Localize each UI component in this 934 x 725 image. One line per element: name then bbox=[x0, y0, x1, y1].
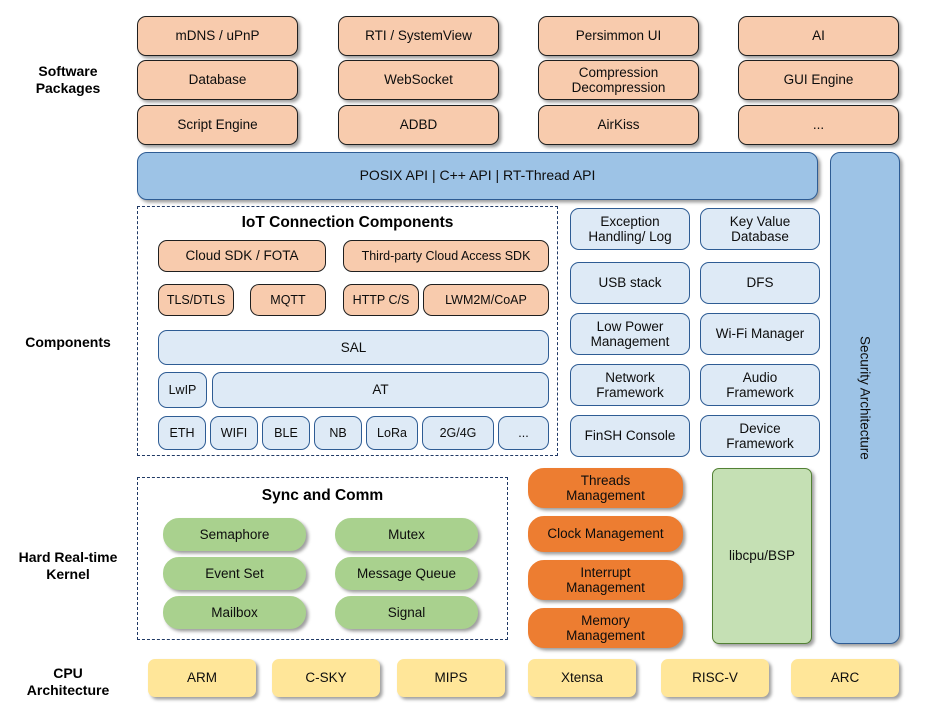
package-box[interactable]: Database bbox=[137, 60, 298, 100]
kernel-management-box[interactable]: Memory Management bbox=[528, 608, 683, 648]
iot-link-box[interactable]: ... bbox=[498, 416, 549, 450]
component-box[interactable]: USB stack bbox=[570, 262, 690, 304]
iot-link-box[interactable]: LoRa bbox=[366, 416, 418, 450]
cpu-arch-box[interactable]: ARM bbox=[148, 659, 256, 697]
iot-link-box[interactable]: BLE bbox=[262, 416, 310, 450]
cpu-arch-box[interactable]: MIPS bbox=[397, 659, 505, 697]
security-architecture-bar[interactable]: Security Architecture bbox=[830, 152, 900, 644]
cpu-arch-box[interactable]: C-SKY bbox=[272, 659, 380, 697]
iot-protocol-box[interactable]: LWM2M/CoAP bbox=[423, 284, 549, 316]
kernel-sync-box[interactable]: Mailbox bbox=[163, 596, 306, 629]
iot-link-box[interactable]: WIFI bbox=[210, 416, 258, 450]
security-architecture-label: Security Architecture bbox=[857, 336, 873, 460]
iot-connection-title: IoT Connection Components bbox=[241, 214, 454, 231]
iot-protocol-box[interactable]: HTTP C/S bbox=[343, 284, 419, 316]
iot-sdk-box[interactable]: Cloud SDK / FOTA bbox=[158, 240, 326, 272]
row-label-cpu: CPU Architecture bbox=[26, 665, 110, 698]
iot-protocol-box[interactable]: TLS/DTLS bbox=[158, 284, 234, 316]
component-box[interactable]: DFS bbox=[700, 262, 820, 304]
package-box[interactable]: RTI / SystemView bbox=[338, 16, 499, 56]
package-box[interactable]: mDNS / uPnP bbox=[137, 16, 298, 56]
kernel-sync-box[interactable]: Signal bbox=[335, 596, 478, 629]
iot-protocol-box[interactable]: MQTT bbox=[250, 284, 326, 316]
iot-sal-box[interactable]: SAL bbox=[158, 330, 549, 365]
sync-and-comm-title: Sync and Comm bbox=[261, 487, 384, 504]
component-box[interactable]: Audio Framework bbox=[700, 364, 820, 406]
component-box[interactable]: Wi-Fi Manager bbox=[700, 313, 820, 355]
cpu-arch-box[interactable]: ARC bbox=[791, 659, 899, 697]
component-box[interactable]: Low Power Management bbox=[570, 313, 690, 355]
iot-link-box[interactable]: ETH bbox=[158, 416, 206, 450]
package-box[interactable]: AI bbox=[738, 16, 899, 56]
cpu-arch-box[interactable]: Xtensa bbox=[528, 659, 636, 697]
row-label-components: Components bbox=[25, 333, 111, 350]
row-label-kernel: Hard Real-time Kernel bbox=[18, 549, 118, 582]
package-box[interactable]: AirKiss bbox=[538, 105, 699, 145]
kernel-sync-box[interactable]: Event Set bbox=[163, 557, 306, 590]
package-box[interactable]: Script Engine bbox=[137, 105, 298, 145]
api-bar[interactable]: POSIX API | C++ API | RT-Thread API bbox=[137, 152, 818, 200]
iot-link-box[interactable]: 2G/4G bbox=[422, 416, 494, 450]
iot-sdk-box[interactable]: Third-party Cloud Access SDK bbox=[343, 240, 549, 272]
kernel-sync-box[interactable]: Message Queue bbox=[335, 557, 478, 590]
kernel-management-box[interactable]: Interrupt Management bbox=[528, 560, 683, 600]
libcpu-bsp-box[interactable]: libcpu/BSP bbox=[712, 468, 812, 644]
kernel-sync-box[interactable]: Semaphore bbox=[163, 518, 306, 551]
iot-at-box[interactable]: AT bbox=[212, 372, 549, 408]
component-box[interactable]: Key Value Database bbox=[700, 208, 820, 250]
iot-connection-group bbox=[137, 206, 558, 456]
kernel-management-box[interactable]: Clock Management bbox=[528, 516, 683, 552]
package-box[interactable]: GUI Engine bbox=[738, 60, 899, 100]
package-box[interactable]: Compression Decompression bbox=[538, 60, 699, 100]
cpu-arch-box[interactable]: RISC-V bbox=[661, 659, 769, 697]
iot-lwip-box[interactable]: LwIP bbox=[158, 372, 207, 408]
package-box[interactable]: ADBD bbox=[338, 105, 499, 145]
component-box[interactable]: Device Framework bbox=[700, 415, 820, 457]
kernel-sync-box[interactable]: Mutex bbox=[335, 518, 478, 551]
component-box[interactable]: FinSH Console bbox=[570, 415, 690, 457]
iot-link-box[interactable]: NB bbox=[314, 416, 362, 450]
component-box[interactable]: Network Framework bbox=[570, 364, 690, 406]
package-box[interactable]: Persimmon UI bbox=[538, 16, 699, 56]
sync-and-comm-group bbox=[137, 477, 508, 640]
row-label-software-packages: Software Packages bbox=[35, 63, 101, 96]
component-box[interactable]: Exception Handling/ Log bbox=[570, 208, 690, 250]
package-box[interactable]: WebSocket bbox=[338, 60, 499, 100]
package-box[interactable]: ... bbox=[738, 105, 899, 145]
kernel-management-box[interactable]: Threads Management bbox=[528, 468, 683, 508]
